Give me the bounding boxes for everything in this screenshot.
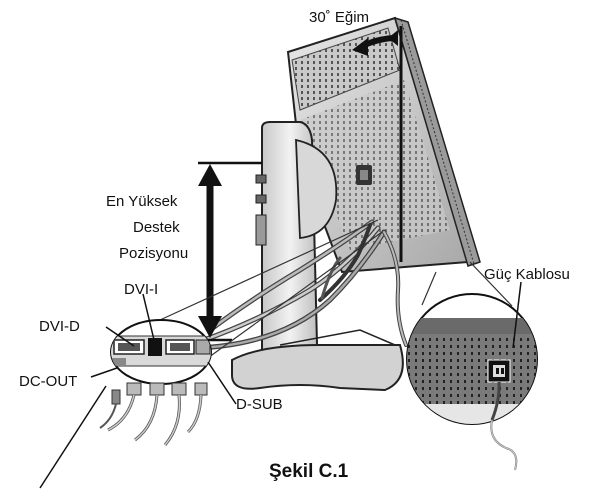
- dvi-i-label: DVI-I: [124, 281, 158, 298]
- height-arrow: [198, 161, 262, 342]
- power-cable-label: Güç Kablosu: [484, 266, 570, 283]
- figure-caption: Şekil C.1: [269, 461, 349, 482]
- dc-out-label: DC-OUT: [19, 373, 77, 390]
- connector-panel-zoom: [99, 319, 212, 446]
- tilt-arrow: [352, 26, 403, 262]
- height-label-line3: Pozisyonu: [119, 245, 188, 262]
- label-leader-lines: [39, 281, 522, 489]
- power-port-zoom: [406, 293, 538, 471]
- tilt-label: 30˚ Eğim: [309, 9, 369, 26]
- dvi-d-label: DVI-D: [39, 318, 80, 335]
- height-label-line2: Destek: [133, 219, 180, 236]
- cable-bundle: [193, 219, 408, 351]
- zoom-callout-lines: [159, 219, 513, 361]
- height-label-line1: En Yüksek: [106, 193, 178, 210]
- d-sub-label: D-SUB: [236, 396, 283, 413]
